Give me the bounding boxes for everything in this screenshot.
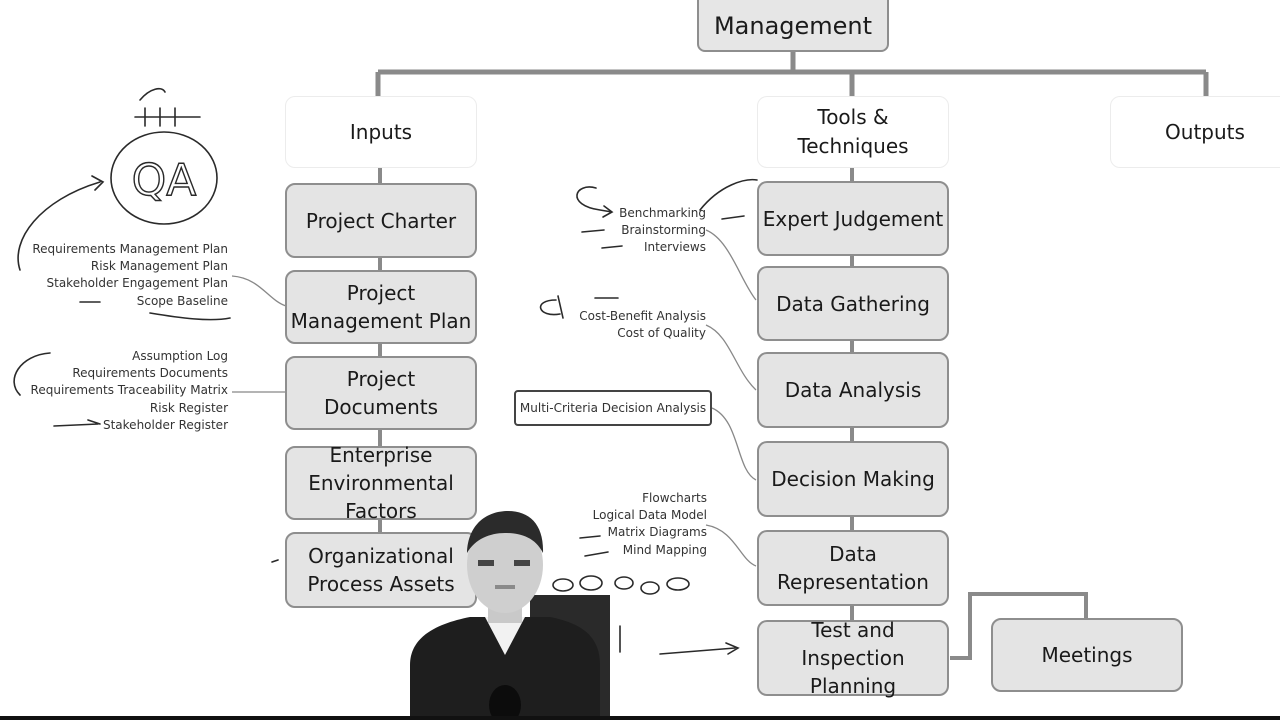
process-title-text: Management (713, 12, 873, 40)
tool-expert-judgement: Expert Judgement (757, 181, 949, 256)
input-label: Project Management Plan (290, 281, 472, 333)
outputs-header-label: Outputs (1165, 119, 1245, 144)
management-plan-list: Requirements Management Plan Risk Manage… (20, 241, 228, 310)
input-project-charter: Project Charter (285, 183, 477, 258)
input-project-documents: Project Documents (285, 356, 477, 430)
inputs-header-label: Inputs (349, 119, 413, 144)
list-item: Stakeholder Engagement Plan (46, 276, 229, 291)
input-organizational-process-assets: Organizational Process Assets (285, 532, 477, 608)
tool-label: Data Representation (777, 542, 929, 594)
list-item: Interviews (643, 240, 706, 255)
tools-header: Tools & Techniques (757, 96, 949, 168)
decision-making-item: Multi-Criteria Decision Analysis (514, 390, 712, 426)
list-item: Risk Management Plan (90, 259, 228, 274)
list-item: Assumption Log (132, 349, 228, 363)
tool-data-representation: Data Representation (757, 530, 949, 606)
list-item: Requirements Management Plan (32, 242, 228, 256)
list-item: Cost-Benefit Analysis (579, 309, 706, 323)
tool-data-analysis: Data Analysis (757, 352, 949, 428)
tool-label: Expert Judgement (762, 206, 944, 231)
tool-meetings: Meetings (991, 618, 1183, 692)
presenter-video (410, 511, 610, 720)
list-item: Scope Baseline (136, 293, 228, 308)
list-item: Brainstorming (621, 223, 706, 238)
list-item: Logical Data Model (592, 508, 707, 523)
list-item: Mind Mapping (622, 542, 707, 557)
input-label: Organizational Process Assets (307, 544, 455, 596)
list-item: Requirements Traceability Matrix (30, 383, 228, 398)
tool-label: Data Analysis (784, 378, 922, 402)
tool-data-gathering: Data Gathering (757, 266, 949, 341)
data-analysis-list: Cost-Benefit Analysis Cost of Quality (540, 308, 706, 342)
tool-test-inspection-planning: Test and Inspection Planning (757, 618, 949, 698)
input-label: Project Charter (305, 208, 457, 233)
qa-handwriting: QA (132, 155, 197, 206)
tool-label: Meetings (1041, 643, 1133, 667)
bottom-bar (0, 716, 1280, 720)
list-item: Flowcharts (642, 491, 707, 505)
data-representation-list: Flowcharts Logical Data Model Matrix Dia… (560, 490, 707, 559)
data-gathering-list: Benchmarking Brainstorming Interviews (560, 205, 706, 257)
list-item: Matrix Diagrams (607, 525, 707, 540)
project-documents-list: Assumption Log Requirements Documents Re… (20, 348, 228, 434)
list-item: Risk Register (149, 400, 228, 415)
tool-label: Data Gathering (776, 291, 930, 316)
tool-label: Decision Making (771, 467, 935, 491)
process-title: Management (697, 0, 889, 52)
tool-label: Test and Inspection Planning (801, 618, 905, 698)
list-item: Stakeholder Register (102, 417, 228, 432)
list-item: Benchmarking (619, 206, 706, 220)
outputs-header: Outputs (1110, 96, 1280, 168)
tool-decision-making: Decision Making (757, 441, 949, 517)
list-item: Cost of Quality (617, 326, 706, 341)
inputs-header: Inputs (285, 96, 477, 168)
tools-header-label: Tools & Techniques (797, 105, 909, 158)
list-item: Requirements Documents (72, 366, 228, 381)
list-item: Multi-Criteria Decision Analysis (519, 401, 707, 415)
input-label: Enterprise Environmental Factors (308, 443, 454, 523)
input-label: Project Documents (323, 367, 439, 419)
input-project-management-plan: Project Management Plan (285, 270, 477, 344)
input-enterprise-environmental-factors: Enterprise Environmental Factors (285, 443, 477, 523)
